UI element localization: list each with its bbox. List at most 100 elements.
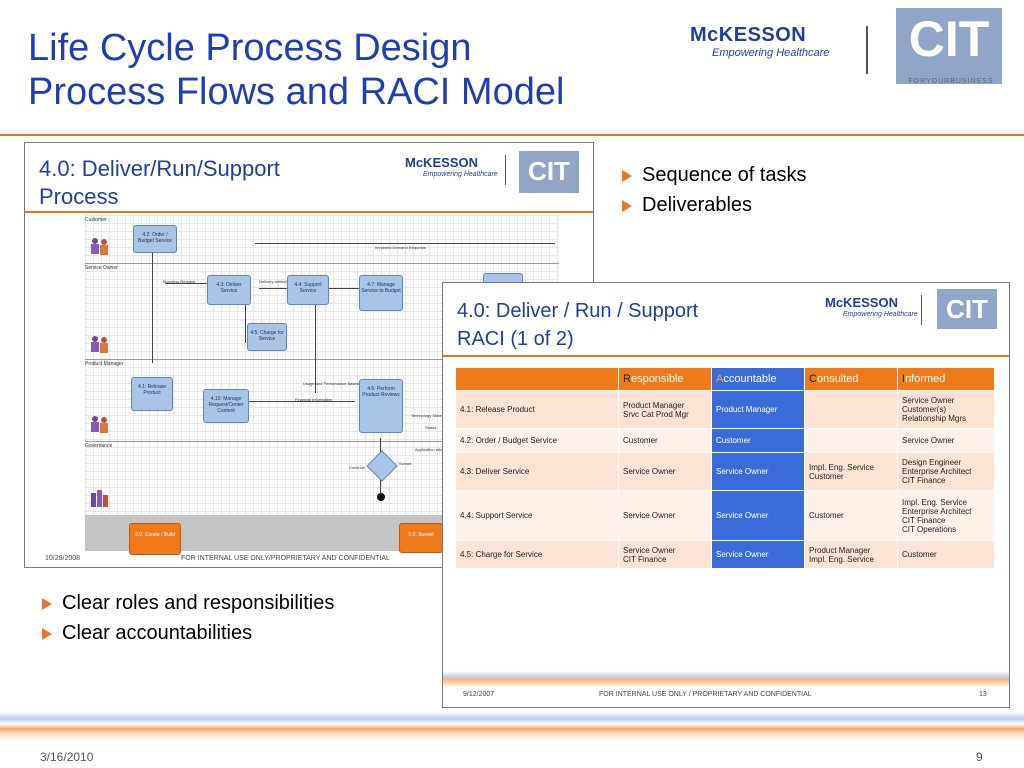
raci-cell-task: 4.5: Charge for Service [455, 540, 619, 569]
box-manage-request: 4.10: Manage Request/Center Content [203, 389, 249, 423]
raci-table: Responsible Accountable Consulted Inform… [455, 367, 995, 569]
raci-slide-footer: 9/12/2007 FOR INTERNAL USE ONLY / PROPRI… [443, 689, 1009, 703]
mckesson-logo-raci: McKESSON [825, 295, 898, 310]
box-support-service: 4.4: Support Service [287, 275, 329, 305]
mckesson-name: McKESSON [690, 24, 807, 46]
raci-header-accountable: Accountable [711, 367, 805, 391]
label-usage-perf: Usage and Performance Baseline [303, 381, 363, 386]
connector-line [315, 303, 316, 393]
label-delivery-artifacts: Delivery artifacts [259, 279, 289, 284]
connector-line [245, 303, 246, 343]
raci-cell-informed: Customer [897, 540, 995, 569]
lane-label-governance: Governance [85, 443, 113, 449]
raci-cell-informed: Design Engineer Enterprise Architect CIT… [897, 452, 995, 491]
raci-cell-responsible: Service Owner [618, 452, 712, 491]
raci-cell-task: 4.1: Release Product [455, 390, 619, 429]
raci-row: 4.3: Deliver Service Service Owner Servi… [455, 452, 995, 491]
raci-cell-informed: Impl. Eng. Service Enterprise Architect … [897, 490, 995, 541]
raci-slide-title-line2: RACI (1 of 2) [457, 328, 574, 350]
raci-cell-accountable: Service Owner [711, 540, 805, 569]
raci-row: 4.5: Charge for Service Service Owner CI… [455, 540, 995, 569]
raci-slide-rule [443, 355, 1009, 357]
raci-cell-responsible: Customer [618, 428, 712, 453]
raci-slide-title: 4.0: Deliver / Run / Support RACI (1 of … [457, 297, 698, 353]
cit-logo-letters: CIT [908, 11, 990, 67]
connector-line [255, 243, 555, 244]
cit-logo-raci: CIT [937, 289, 997, 329]
raci-header-initial: R [623, 373, 631, 385]
lane-label-customer: Customer [85, 217, 107, 223]
bullet-arrow-icon [42, 597, 52, 610]
slide-title: Life Cycle Process Design Process Flows … [28, 26, 564, 114]
raci-cell-responsible: Service Owner [618, 490, 712, 541]
process-slide-title-line2: Process [39, 184, 119, 209]
raci-footer-text: FOR INTERNAL USE ONLY / PROPRIETARY AND … [599, 691, 812, 698]
raci-header-task [455, 367, 619, 391]
bullet-arrow-icon [622, 169, 632, 182]
raci-cell-accountable: Service Owner [711, 490, 805, 541]
product-manager-person-icon [91, 416, 108, 433]
raci-footer-page: 13 [979, 691, 987, 698]
raci-cell-informed: Service Owner Customer(s) Relationship M… [897, 390, 995, 429]
mckesson-tagline: Empowering Healthcare [712, 47, 830, 59]
lane-label-product-manager: Product Manager [85, 361, 124, 367]
raci-row: 4.4: Support Service Service Owner Servi… [455, 490, 995, 541]
label-financial-info: Financial Information [295, 397, 333, 402]
connector-line [152, 253, 153, 363]
raci-cell-task: 4.2: Order / Budget Service [455, 428, 619, 453]
label-sunset: Sunset [399, 461, 412, 466]
bullet-text: Deliverables [642, 194, 753, 216]
lane-label-service-owner: Service Owner [85, 265, 118, 271]
mckesson-logo: McKESSON Empowering Healthcare [690, 24, 829, 59]
lane-divider [85, 441, 559, 442]
raci-cell-responsible: Service Owner CIT Finance [618, 540, 712, 569]
bullet-accountabilities: Clear accountabilities [42, 622, 252, 645]
raci-footer-date: 9/12/2007 [463, 691, 495, 698]
decision-diamond-icon [366, 450, 398, 482]
logo-divider-small [505, 155, 506, 185]
raci-cell-consulted: Product Manager Impl. Eng. Service [804, 540, 898, 569]
bullet-text: Clear roles and responsibilities [62, 592, 335, 614]
raci-header-initial: I [902, 373, 906, 385]
footer-page-number: 9 [976, 750, 983, 764]
lane-divider [85, 263, 559, 264]
logo-divider [866, 26, 868, 74]
box-sunset: 5.0: Sunset [399, 523, 443, 553]
raci-cell-accountable: Customer [711, 428, 805, 453]
raci-header-initial: C [809, 373, 817, 385]
raci-header-rest: ccountable [723, 373, 777, 385]
title-rule [0, 134, 1024, 136]
governance-person-icon [91, 490, 108, 507]
end-node-icon [377, 493, 385, 501]
box-perform-reviews: 4.6: Perform Product Reviews [359, 379, 403, 433]
raci-footer-band [443, 671, 1009, 687]
process-slide-title-line1: 4.0: Deliver/Run/Support [39, 156, 280, 181]
title-line-1: Life Cycle Process Design [28, 27, 472, 69]
mckesson-tagline-small: Empowering Healthcare [423, 171, 498, 178]
raci-cell-consulted: Impl. Eng. Service Customer [804, 452, 898, 491]
raci-cell-informed: Service Owner [897, 428, 995, 453]
label-business-request: Business Request [163, 279, 196, 284]
footer-band [0, 712, 1024, 740]
bullet-deliverables: Deliverables [622, 194, 752, 217]
raci-header-initial: A [716, 373, 724, 385]
bullet-text: Sequence of tasks [642, 164, 807, 186]
bullet-roles: Clear roles and responsibilities [42, 592, 334, 615]
raci-header-rest: esponsible [630, 373, 684, 385]
bullet-arrow-icon [42, 627, 52, 640]
bullet-arrow-icon [622, 199, 632, 212]
box-manage-service: 4.7: Manage Service to Budget [359, 275, 403, 311]
customer-person-icon [91, 238, 108, 255]
service-owner-person-icon [91, 336, 108, 353]
label-imminent-demand: Imminent Demand Requests [375, 245, 426, 250]
label-application-info: Application Info [415, 447, 443, 452]
raci-row: 4.2: Order / Budget Service Customer Cus… [455, 428, 995, 453]
title-line-2: Process Flows and RACI Model [28, 71, 565, 113]
raci-header-informed: Informed [897, 367, 995, 391]
cit-logo-subtitle: FORYOURBUSINESS [908, 78, 994, 85]
raci-header-row: Responsible Accountable Consulted Inform… [455, 367, 995, 391]
connector-line [205, 401, 355, 402]
footer-date: 3/16/2010 [40, 750, 94, 764]
raci-header-rest: onsulted [816, 373, 859, 385]
cit-logo-small: CIT [519, 151, 579, 193]
